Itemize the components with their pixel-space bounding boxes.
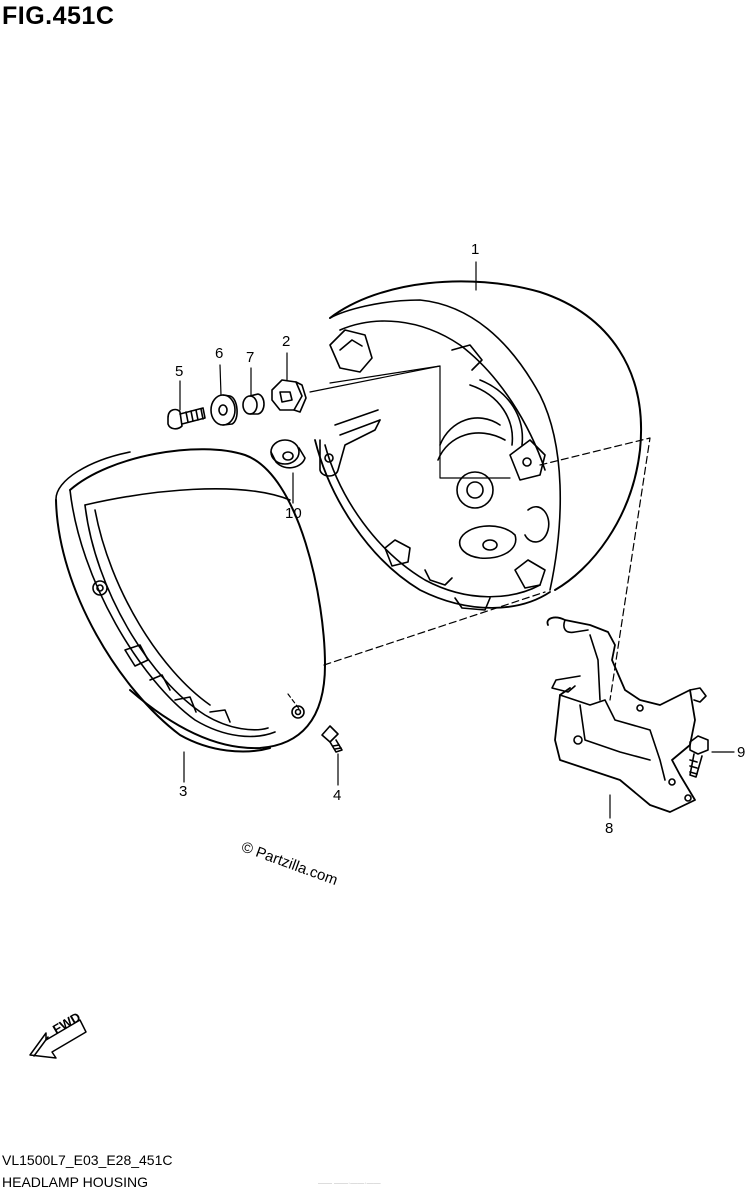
- callout-2: 2: [282, 333, 291, 350]
- callout-3: 3: [179, 783, 188, 800]
- grommet-10: [270, 439, 306, 469]
- bracket-8: [546, 616, 707, 813]
- bolt-9: [689, 735, 709, 778]
- callout-7: 7: [246, 349, 255, 366]
- screw-5: [167, 407, 206, 430]
- leader-lines: [179, 261, 735, 819]
- fwd-arrow-icon: [29, 1019, 87, 1059]
- callout-9: 9: [737, 744, 746, 761]
- screw-4: [321, 725, 343, 753]
- headlamp-rim: [55, 448, 326, 753]
- nut-2: [271, 379, 307, 413]
- figure-caption: HEADLAMP HOUSING: [2, 1174, 148, 1190]
- faint-note: —— ——·——·——: [318, 1180, 381, 1187]
- headlamp-housing-shell: [314, 280, 642, 611]
- callout-1: 1: [471, 241, 480, 258]
- callout-10: 10: [285, 505, 302, 522]
- callout-8: 8: [605, 820, 614, 837]
- collar-7: [242, 393, 265, 415]
- callout-6: 6: [215, 345, 224, 362]
- callout-5: 5: [175, 363, 184, 380]
- washer-6: [210, 394, 238, 426]
- figure-title: FIG.451C: [2, 2, 115, 30]
- figure-code: VL1500L7_E03_E28_451C: [2, 1152, 173, 1168]
- callout-4: 4: [333, 787, 342, 804]
